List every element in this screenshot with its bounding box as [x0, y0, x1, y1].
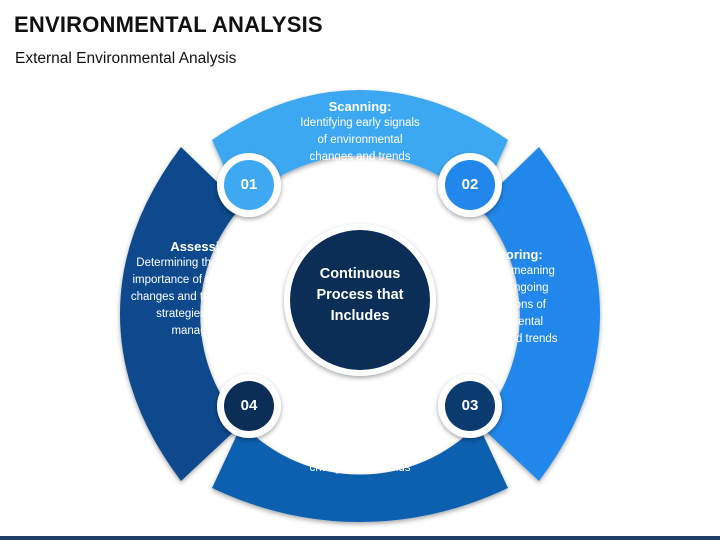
segment-assessing — [120, 147, 242, 481]
segment-scanning — [212, 90, 508, 206]
page-title: ENVIRONMENTAL ANALYSIS — [14, 12, 323, 37]
badge-number-04: 04 — [240, 397, 258, 414]
scanning-body: Identifying early signals of environment… — [300, 117, 420, 163]
badge-number-02: 02 — [461, 176, 479, 193]
badge-number-03: 03 — [461, 397, 479, 414]
page-subtitle: External Environmental Analysis — [15, 50, 237, 67]
scanning-heading: Scanning: — [328, 99, 392, 114]
bottom-accent-bar — [0, 536, 720, 540]
badge-04 — [217, 374, 281, 438]
monitoring-text: Monitoring: Detecting meaning through on… — [448, 246, 566, 348]
badge-01 — [217, 153, 281, 217]
monitoring-heading: Monitoring: — [471, 247, 543, 262]
badge-02 — [438, 153, 502, 217]
badge-number-01: 01 — [240, 176, 258, 193]
scanning-text: Scanning: Identifying early signals of e… — [300, 98, 420, 166]
segment-monitoring — [478, 147, 600, 481]
assessing-body: Determining the timing and importance of… — [130, 257, 280, 337]
badge-03 — [438, 374, 502, 438]
center-label: Continuous Process that Includes — [316, 266, 404, 324]
forecasting-text: Forecasting: Developing projections of a… — [296, 392, 424, 477]
forecasting-heading: Forecasting: — [320, 393, 399, 408]
assessing-heading: Assessing: — [170, 239, 240, 254]
segment-forecasting — [212, 424, 508, 522]
forecasting-body: Developing projections of anticipated ou… — [299, 411, 421, 474]
monitoring-body: Detecting meaning through ongoing observ… — [456, 265, 558, 345]
assessing-text: Assessing: Determining the timing and im… — [126, 238, 284, 340]
